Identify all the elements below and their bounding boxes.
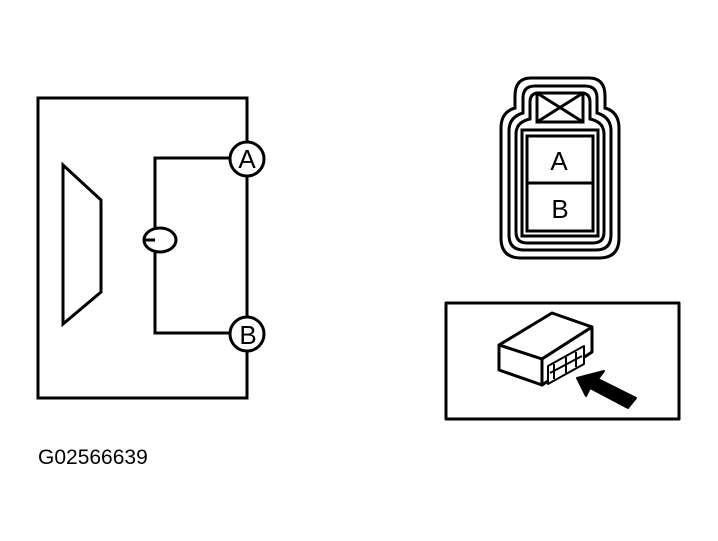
latch-x-2 [536, 91, 584, 124]
wire-b [153, 252, 230, 335]
terminal-b-label: B [239, 320, 256, 350]
cavity-a-label: A [550, 146, 568, 176]
module-connector-icon [547, 345, 585, 385]
inset-frame [444, 301, 681, 421]
connector-face [499, 76, 621, 260]
terminal-a-circle [228, 140, 266, 178]
locator-inset [444, 301, 681, 421]
latch-box [535, 91, 585, 124]
arrow-pointer-icon [576, 370, 637, 409]
cavity-b-label: B [551, 194, 568, 224]
connector-shell-1 [499, 76, 621, 260]
cavity-block [520, 128, 600, 238]
schematic [36, 96, 266, 400]
connector-shell-3 [514, 91, 606, 245]
trapezoid-element [61, 161, 103, 328]
housing-outline [36, 96, 249, 400]
connector-shell-2 [507, 84, 613, 252]
terminal-b-circle [228, 315, 266, 353]
terminal-a-label: A [238, 144, 256, 174]
wire-a [153, 156, 230, 228]
reference-code: G02566639 [38, 446, 148, 469]
